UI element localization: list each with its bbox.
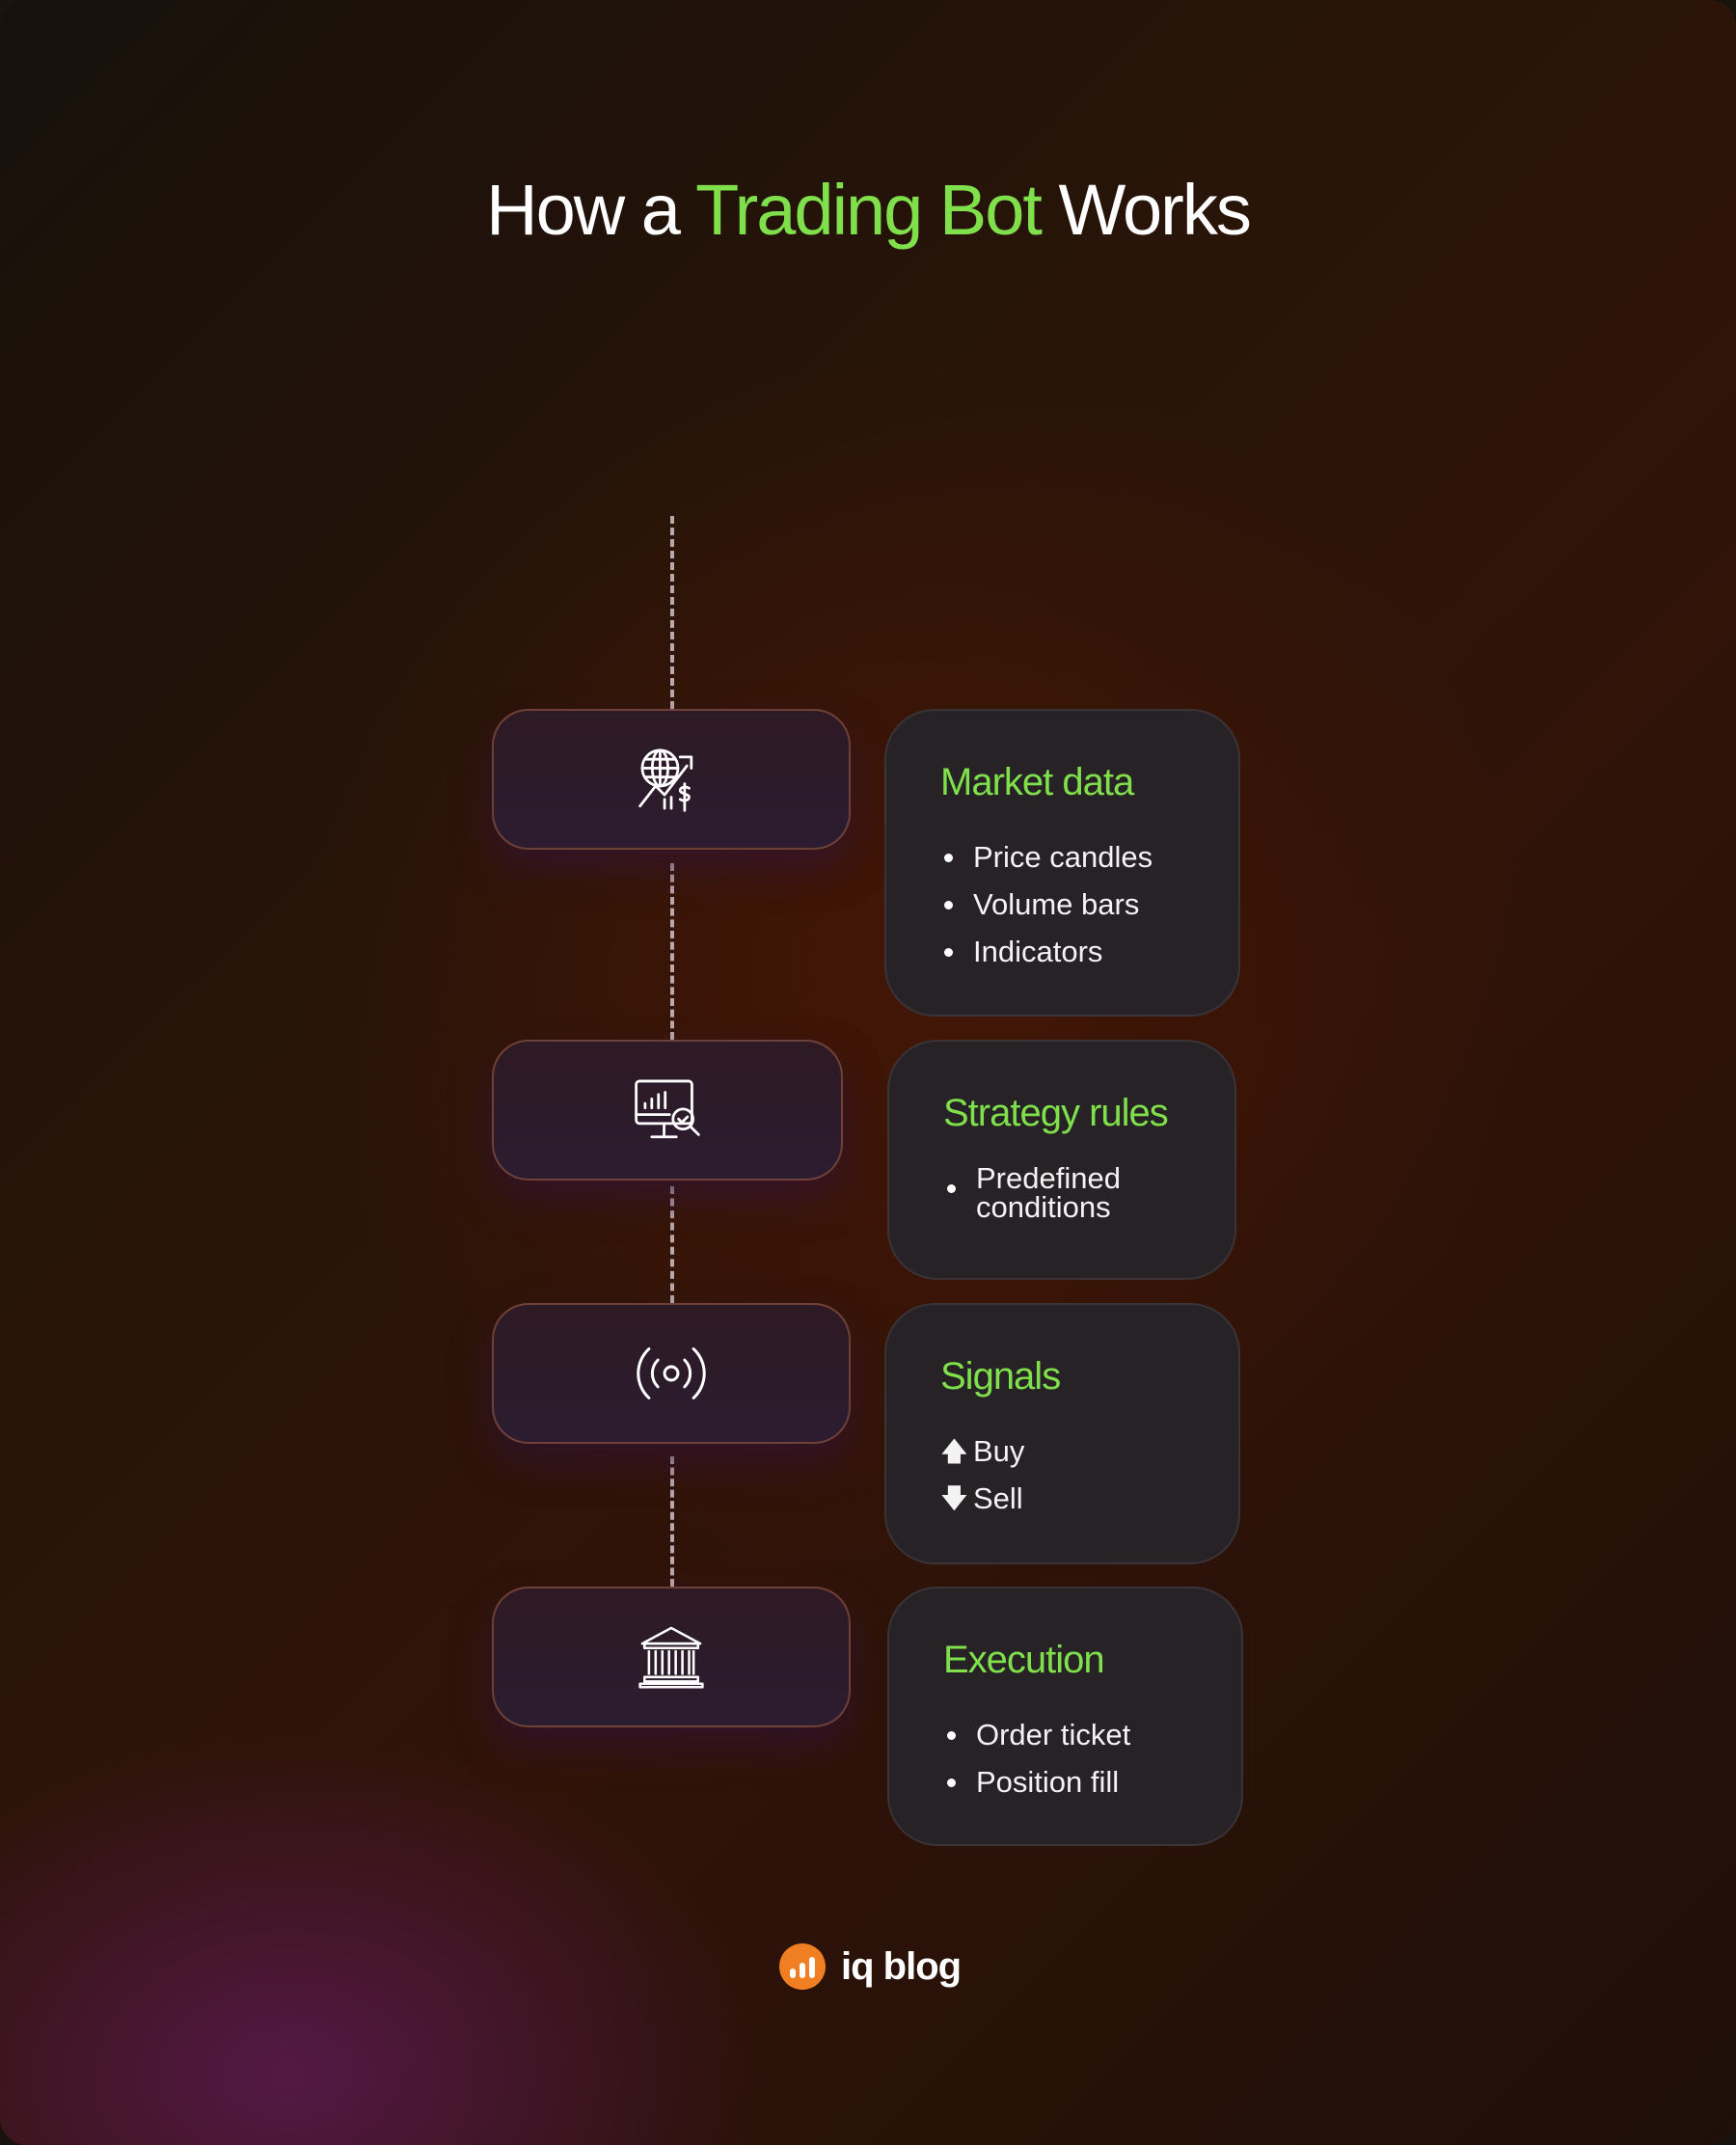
list-item: Position fill: [943, 1758, 1241, 1806]
monitor-analytics-icon: [635, 1079, 700, 1139]
list-item-buy: 🡅Buy: [940, 1427, 1238, 1475]
page-title: How a Trading Bot Works: [0, 169, 1736, 251]
signal-sell: Sell: [973, 1481, 1023, 1515]
title-post: Works: [1040, 170, 1252, 250]
bank-icon: [638, 1626, 704, 1689]
list-item: Indicators: [940, 928, 1238, 975]
title-pre: How a: [486, 170, 696, 250]
title-highlight: Trading Bot: [695, 170, 1043, 250]
signal-buy: Buy: [973, 1434, 1025, 1468]
list-item: Price candles: [940, 833, 1238, 881]
broadcast-signal-icon: [637, 1347, 706, 1399]
bar-chart-logo-icon: [779, 1943, 826, 1990]
list-item: Predefined conditions: [943, 1163, 1136, 1222]
step-card-signals: Signals 🡅Buy🡇Sell: [884, 1303, 1240, 1564]
iq-blog-logo: iq blog: [779, 1943, 962, 1990]
step-heading: Market data: [940, 761, 1134, 803]
globe-chart-dollar-icon: [638, 748, 693, 812]
list-item: Order ticket: [943, 1711, 1241, 1758]
logo-text: iq blog: [841, 1944, 962, 1988]
step-icon-card-strategy: [492, 1040, 843, 1181]
step-icon-card-signals: [492, 1303, 851, 1444]
list-item-sell: 🡇Sell: [940, 1475, 1238, 1522]
connector-line: [670, 1456, 674, 1587]
connector-line: [670, 516, 674, 709]
arrow-up-icon: 🡅: [940, 1436, 968, 1466]
arrow-down-icon: 🡇: [940, 1483, 968, 1513]
step-icon-card-market-data: [492, 709, 851, 850]
step-heading: Strategy rules: [943, 1092, 1169, 1134]
step-heading: Execution: [943, 1639, 1105, 1681]
connector-line: [670, 863, 674, 1040]
step-card-strategy: Strategy rules Predefined conditions: [887, 1040, 1236, 1280]
step-icon-card-execution: [492, 1587, 851, 1727]
step-heading: Signals: [940, 1355, 1061, 1398]
connector-line: [670, 1186, 674, 1303]
list-item: Volume bars: [940, 881, 1238, 928]
